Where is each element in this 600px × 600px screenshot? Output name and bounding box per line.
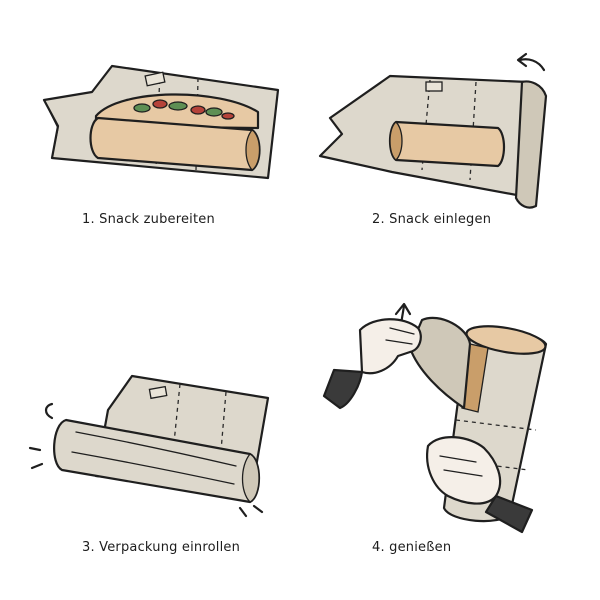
fold-arrow-icon <box>518 58 546 72</box>
finger-line <box>389 327 415 335</box>
finger-line <box>443 469 483 477</box>
step-1-caption: 1. Snack zubereiten <box>82 212 215 227</box>
bread-crust <box>245 129 261 171</box>
bread-top <box>94 93 260 130</box>
finger-line <box>439 455 477 463</box>
fold-arrow-head <box>516 52 528 68</box>
step-2-caption: 2. Snack einlegen <box>372 212 492 227</box>
step-3-illustration <box>28 374 270 518</box>
step-4-panel: 4. genießen <box>300 300 600 600</box>
roll-texture <box>71 451 235 485</box>
step-4-caption: 4. genießen <box>372 540 452 555</box>
step-3-panel: 3. Verpackung einrollen <box>0 300 300 600</box>
step-3-caption: 3. Verpackung einrollen <box>82 540 241 555</box>
hand-top <box>358 318 422 375</box>
finger-line <box>385 339 413 345</box>
sleeve-bottom <box>484 494 534 534</box>
tube-dash-line <box>455 419 537 431</box>
bread-crust <box>389 121 403 161</box>
tube-opening <box>465 325 547 355</box>
sleeve-top <box>322 368 364 410</box>
wrap-fold <box>43 99 59 159</box>
step-2-illustration <box>318 52 548 209</box>
wrap-label-tab <box>144 71 166 87</box>
roll-texture <box>75 431 237 467</box>
wrap-label-tab <box>425 81 443 92</box>
rolled-bundle-end <box>241 453 260 503</box>
wrap-flap <box>514 80 548 209</box>
step-1-panel: 1. Snack zubereiten <box>0 0 300 300</box>
step-4-illustration <box>322 302 548 534</box>
wrap-label-tab <box>148 385 168 400</box>
step-2-panel: 2. Snack einlegen <box>300 0 600 300</box>
filling <box>133 99 235 120</box>
tube-dash-line <box>449 459 529 471</box>
step-1-illustration <box>42 64 280 180</box>
lift-arrow-head <box>394 302 412 316</box>
motion-marks-icon <box>28 402 264 518</box>
bread-roll <box>388 120 506 168</box>
peeled-layer <box>408 316 472 410</box>
